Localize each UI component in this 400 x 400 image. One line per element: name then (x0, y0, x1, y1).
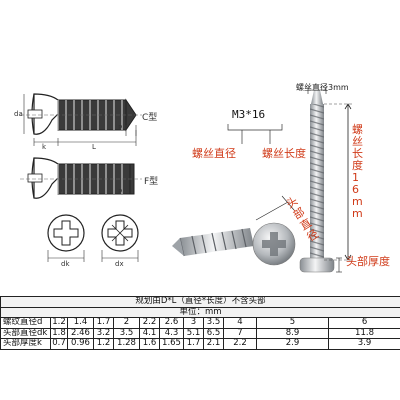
table-row: 头部厚度k 0.7 0.96 1.2 1.28 1.6 1.65 1.7 2.1… (0, 338, 400, 350)
dim-label-p-c: P (118, 124, 123, 132)
f-type-label: F型 (144, 177, 159, 187)
table-cell: 2.1 (203, 338, 224, 350)
dim-label-l: L (92, 143, 96, 151)
dim-label-dk: dk (61, 260, 70, 268)
table-cell: 4 (223, 317, 257, 329)
screw-product-photo (172, 87, 352, 273)
table-cell: 1.7 (183, 338, 204, 350)
table-cell: 7 (223, 327, 257, 340)
table-cell: 2.6 (159, 317, 184, 329)
table-cell: 1.8 (50, 327, 68, 340)
table-cell: 2.9 (256, 338, 329, 350)
table-cell: 2.2 (223, 338, 257, 350)
thread-diameter-top-label: 螺丝直径3mm (296, 83, 349, 92)
table-cell: 5 (256, 317, 329, 329)
table-unit: 单位：mm (0, 306, 400, 319)
thread-length-label: 螺丝长度 (262, 147, 306, 160)
f-type-screw-drawing (20, 157, 142, 199)
screw-technical-drawing (20, 93, 142, 262)
dim-label-p-f: P (118, 188, 123, 196)
head-thickness-label: 头部厚度 (346, 255, 390, 268)
spec-table: 规划由D*L（直径*长度）不含头部 单位：mm 螺纹直径d 1.2 1.4 1.… (0, 296, 400, 350)
table-title-row: 规划由D*L（直径*长度）不含头部 (0, 296, 400, 308)
table-cell: 1.6 (139, 338, 160, 350)
pozidriv-head-top-view (101, 214, 139, 262)
table-row: 螺纹直径d 1.2 1.4 1.7 2 2.2 2.6 3 3.5 4 5 6 (0, 317, 400, 329)
dim-label-k: k (42, 143, 47, 151)
table-cell: 2.2 (139, 317, 160, 329)
table-cell: 1.2 (93, 338, 114, 350)
c-type-label: C型 (142, 113, 158, 123)
thread-diameter-label: 螺丝直径 (192, 147, 236, 160)
table-cell: 0.96 (67, 338, 94, 350)
row-header-head-thickness: 头部厚度k (0, 338, 51, 350)
table-title: 规划由D*L（直径*长度）不含头部 (0, 296, 400, 308)
table-cell: 2.46 (67, 327, 94, 340)
row-header-thread-diameter: 螺纹直径d (0, 317, 51, 329)
thread-length-vertical-label: 螺丝长度16mm (352, 123, 363, 220)
table-cell: 5.1 (183, 327, 204, 340)
table-cell: 0.7 (50, 338, 68, 350)
table-cell: 3 (183, 317, 204, 329)
size-code-label: M3*16 (232, 108, 266, 121)
table-cell: 1.4 (67, 317, 94, 329)
c-type-screw-drawing (20, 93, 142, 146)
table-cell: 4.1 (139, 327, 160, 340)
lying-screw (172, 222, 296, 266)
table-cell: 1.7 (93, 317, 114, 329)
table-cell: 1.2 (50, 317, 68, 329)
dim-label-da: da (14, 110, 23, 118)
table-cell: 2 (113, 317, 140, 329)
table-cell: 3.5 (203, 317, 224, 329)
dim-label-dx: dx (115, 260, 124, 268)
table-cell: 6.5 (203, 327, 224, 340)
table-cell: 1.65 (159, 338, 184, 350)
table-cell: 4.3 (159, 327, 184, 340)
table-cell: 3.2 (93, 327, 114, 340)
row-header-head-diameter: 头部直径dk (0, 327, 51, 340)
table-row: 头部直径dk 1.8 2.46 3.2 3.5 4.1 4.3 5.1 6.5 … (0, 327, 400, 340)
table-cell: 1.28 (113, 338, 140, 350)
vertical-screw (299, 90, 335, 273)
phillips-head-top-view (47, 214, 85, 262)
table-cell: 8.9 (256, 327, 329, 340)
table-cell: 3.9 (327, 338, 400, 350)
table-cell: 6 (327, 317, 400, 329)
table-cell: 11.8 (327, 327, 400, 340)
table-cell: 3.5 (113, 327, 140, 340)
table-unit-row: 单位：mm (0, 306, 400, 319)
